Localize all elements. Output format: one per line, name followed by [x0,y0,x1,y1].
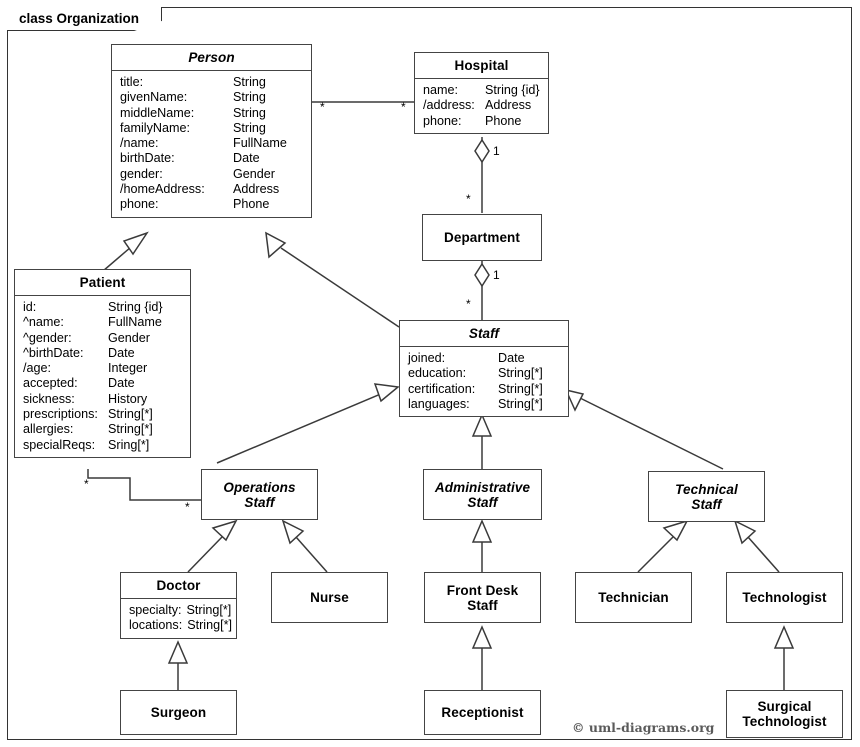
class-operations-staff-line2: Staff [244,494,275,510]
attribute-row: name:String {id} [423,83,540,97]
class-technical-staff[interactable]: Technical Staff [648,471,765,522]
class-nurse-title: Nurse [310,590,349,605]
class-staff-title: Staff [400,321,568,347]
class-technologist-title: Technologist [742,590,827,605]
attribute-row: ^name:FullName [23,315,162,330]
class-surgical-technologist-line2: Technologist [742,714,827,729]
attribute-row: specialReqs:Sring[*] [23,437,150,452]
attribute-row: /name:FullName [120,136,287,151]
class-administrative-staff-line1: Administrative [434,479,531,495]
attribute-row: accepted:Date [23,376,135,391]
attribute-row: allergies:String[*] [23,422,153,437]
class-person-attributes: title:String givenName:String middleName… [112,71,311,217]
attribute-row: specialty:String[*] [129,603,232,617]
class-front-desk-staff[interactable]: Front Desk Staff [424,572,541,623]
attribute-row: birthDate:Date [120,151,260,166]
attribute-row: education:String[*] [408,366,543,381]
class-nurse[interactable]: Nurse [271,572,388,623]
class-surgeon-title: Surgeon [150,705,207,720]
class-operations-staff-title: Operations Staff [223,480,295,510]
class-receptionist-title: Receptionist [441,705,524,720]
class-patient[interactable]: Patient id:String {id} ^name:FullName ^g… [14,269,191,458]
multiplicity-person-hospital-right: * [401,100,406,114]
class-technical-staff-line1: Technical [675,481,738,497]
diagram-frame-title: class Organization [19,11,140,26]
class-patient-title: Patient [15,270,190,296]
class-department-title: Department [443,230,520,245]
class-technician[interactable]: Technician [575,572,692,623]
class-person[interactable]: Person title:String givenName:String mid… [111,44,312,218]
multiplicity-patient-opstaff-staff-end: * [185,500,190,514]
class-staff[interactable]: Staff joined:Date education:String[*] ce… [399,320,569,418]
class-surgical-technologist-line1: Surgical [757,699,812,714]
class-doctor[interactable]: Doctor specialty:String[*] locations:Str… [120,572,237,639]
class-front-desk-staff-line1: Front Desk [446,582,519,598]
attribute-row: phone:Phone [120,197,270,212]
multiplicity-patient-opstaff-patient-end: * [84,477,89,491]
class-front-desk-staff-title: Front Desk Staff [447,583,519,613]
attribute-row: title:String [120,75,266,89]
attribute-row: /address:Address [423,98,532,113]
attribute-row: id:String {id} [23,300,163,314]
class-hospital-attributes: name:String {id} /address:Address phone:… [415,79,548,133]
attribute-row: prescriptions:String[*] [23,407,153,422]
multiplicity-hospital-department-one: 1 [493,144,500,158]
class-person-title: Person [112,45,311,71]
class-patient-attributes: id:String {id} ^name:FullName ^gender:Ge… [15,296,190,457]
class-technologist[interactable]: Technologist [726,572,843,623]
class-technician-title: Technician [598,590,669,605]
class-doctor-attributes: specialty:String[*] locations:String[*] [121,599,236,638]
class-administrative-staff-title: Administrative Staff [435,480,530,510]
multiplicity-hospital-department-many: * [466,192,471,206]
attribute-row: certification:String[*] [408,381,543,396]
attribute-row: gender:Gender [120,166,276,181]
class-doctor-title: Doctor [121,573,236,599]
class-surgical-technologist[interactable]: Surgical Technologist [726,690,843,738]
diagram-frame-title-tab: class Organization [7,7,163,31]
class-technical-staff-title: Technical Staff [675,482,738,512]
attribute-row: /age:Integer [23,361,148,376]
attribute-row: sickness:History [23,391,148,406]
class-administrative-staff[interactable]: Administrative Staff [423,469,542,520]
attribute-row: phone:Phone [423,113,522,128]
attribute-row: middleName:String [120,105,266,120]
class-operations-staff[interactable]: Operations Staff [201,469,318,520]
attribute-row: languages:String[*] [408,396,543,411]
class-hospital[interactable]: Hospital name:String {id} /address:Addre… [414,52,549,134]
class-technical-staff-line2: Staff [691,496,722,512]
multiplicity-person-hospital-left: * [320,100,325,114]
class-front-desk-staff-line2: Staff [467,597,498,613]
class-surgical-technologist-title: Surgical Technologist [742,699,826,729]
class-staff-attributes: joined:Date education:String[*] certific… [400,347,568,416]
multiplicity-department-staff-one: 1 [493,268,500,282]
class-surgeon[interactable]: Surgeon [120,690,237,735]
copyright-notice: © uml-diagrams.org [572,720,715,735]
class-hospital-title: Hospital [415,53,548,79]
class-department[interactable]: Department [422,214,542,261]
multiplicity-department-staff-many: * [466,297,471,311]
attribute-row: /homeAddress:Address [120,182,280,197]
attribute-row: familyName:String [120,120,266,135]
attribute-row: ^birthDate:Date [23,345,135,360]
diagram-frame [7,7,852,740]
attribute-row: locations:String[*] [129,618,233,633]
class-operations-staff-line1: Operations [223,479,296,495]
attribute-row: ^gender:Gender [23,330,151,345]
attribute-row: joined:Date [408,351,525,365]
class-administrative-staff-line2: Staff [467,494,498,510]
attribute-row: givenName:String [120,90,266,105]
class-receptionist[interactable]: Receptionist [424,690,541,735]
